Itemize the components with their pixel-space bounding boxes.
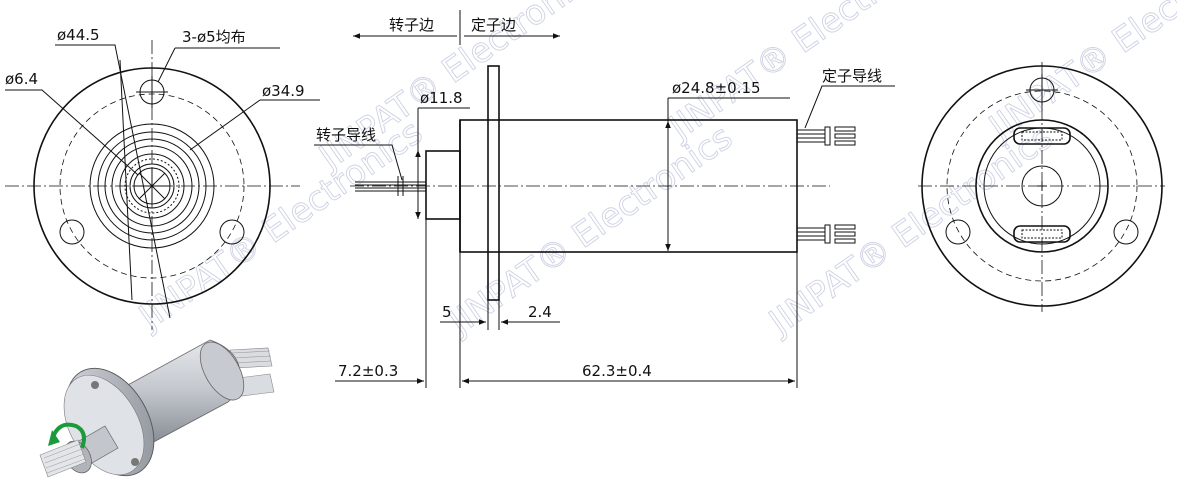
dim-flange-thk: 5 <box>442 303 452 321</box>
watermark-text: JINPAT® Electronics <box>441 117 740 343</box>
right-end-view <box>918 62 1165 312</box>
watermark-text: JINPAT® Electronics <box>661 0 960 149</box>
watermark-text: JINPAT® Electronics <box>131 112 430 338</box>
label-rotor-side: 转子边 <box>389 16 434 34</box>
dim-bore: ø6.4 <box>5 70 38 88</box>
isometric-render <box>39 339 275 478</box>
side-view <box>314 10 895 388</box>
dim-inner: ø34.9 <box>262 82 305 100</box>
dim-body-len: 62.3±0.4 <box>582 362 652 380</box>
label-stator-wire: 定子导线 <box>822 67 882 85</box>
dim-gap: 2.4 <box>528 303 552 321</box>
label-rotor-wire: 转子导线 <box>316 126 376 144</box>
dim-shaft-len: 7.2±0.3 <box>338 362 398 380</box>
watermark-text: JINPAT® Electronics <box>981 0 1177 149</box>
dim-pcd: ø44.5 <box>57 26 100 44</box>
watermark-layer: JINPAT® Electronics JINPAT® Electronics … <box>130 0 1177 344</box>
rotation-arrow-icon <box>50 422 86 449</box>
left-end-view <box>5 40 320 330</box>
dim-shaft: ø11.8 <box>420 89 463 107</box>
dim-body: ø24.8±0.15 <box>672 79 761 97</box>
label-stator-side: 定子边 <box>471 16 516 34</box>
label-holes: 3-ø5均布 <box>182 28 246 46</box>
